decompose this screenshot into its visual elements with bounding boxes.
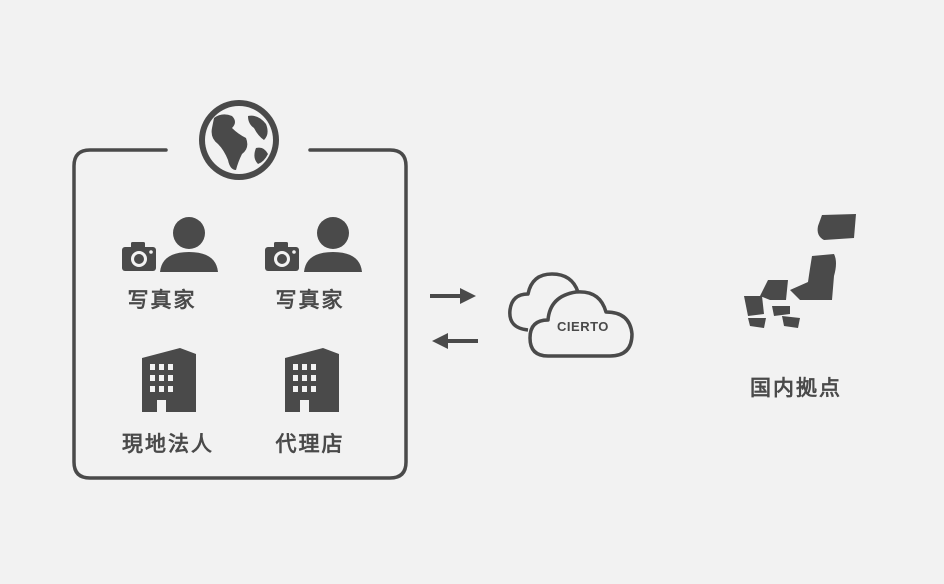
cloud-service-label: CIERTO [557,319,609,334]
camera-icon [122,242,156,271]
local-subsidiary-label: 現地法人 [122,432,214,456]
person-icon [160,217,218,272]
camera-icon [265,242,299,271]
agency-label: 代理店 [275,432,345,456]
japan-map-icon [744,214,856,328]
photographer-label: 写真家 [275,288,345,312]
cloud-icon [508,272,634,358]
photographer-label: 写真家 [127,288,197,312]
building-icon [142,348,196,412]
domestic-base-label: 国内拠点 [750,376,842,400]
overseas-group-frame [72,148,408,480]
globe-icon [199,100,279,180]
building-icon [285,348,339,412]
arrow-right-icon [430,288,476,304]
person-icon [304,217,362,272]
arrow-left-icon [432,333,478,349]
